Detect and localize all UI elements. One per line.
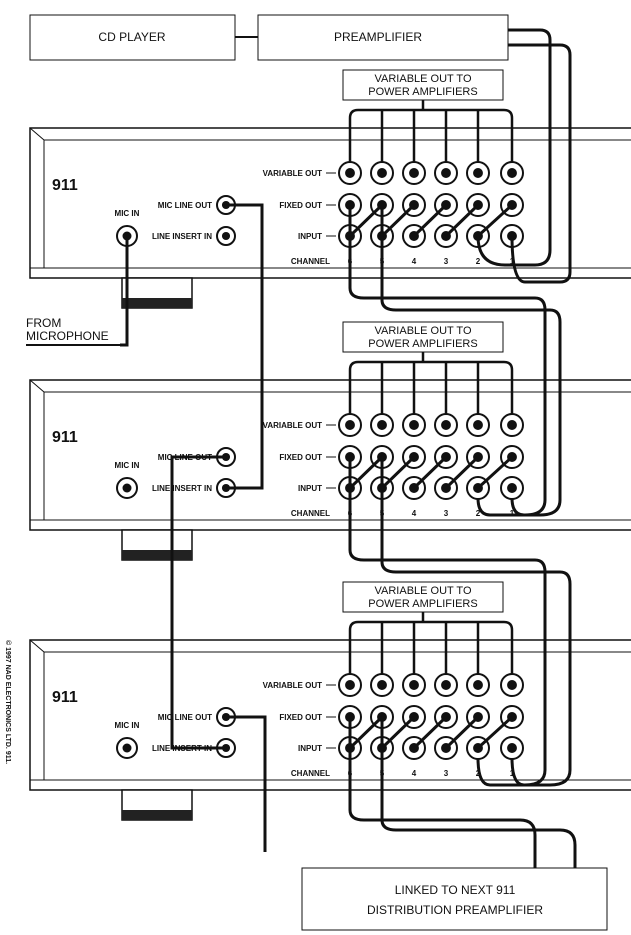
channel-number: 4 [412, 509, 417, 518]
row-label-channel: CHANNEL [291, 509, 330, 518]
row-label-input: INPUT [298, 232, 322, 241]
variable-out-jack-ch5 [370, 673, 394, 697]
unit2-to-unit3-cable-2 [380, 457, 572, 787]
row-label-fixed-out: FIXED OUT [279, 713, 322, 722]
callout-line1: VARIABLE OUT TO [375, 73, 472, 85]
channel-number: 2 [476, 509, 481, 518]
internal-link-cables [348, 203, 514, 238]
line-insert-in-jack [216, 226, 236, 246]
variable-out-jack-ch3 [434, 413, 458, 437]
preamplifier-box: PREAMPLIFIER [257, 14, 509, 61]
preamp-to-unit1-ch1-end [510, 235, 526, 284]
variable-out-jack-ch4 [402, 413, 426, 437]
callout-line2: POWER AMPLIFIERS [368, 86, 477, 98]
variable-out-jack-ch3 [434, 161, 458, 185]
variable-out-jack-ch2 [466, 673, 490, 697]
row-label-input: INPUT [298, 744, 322, 753]
variable-out-jack-ch1 [500, 161, 524, 185]
row-label-input: INPUT [298, 484, 322, 493]
linked-box-line1: LINKED TO NEXT 911 [395, 883, 516, 897]
callout-line2: POWER AMPLIFIERS [368, 598, 477, 610]
variable-out-jack-ch6 [338, 413, 362, 437]
channel-number: 3 [444, 769, 449, 778]
variable-out-jack-ch3 [434, 673, 458, 697]
internal-link-cables [348, 715, 514, 750]
from-microphone-line1: FROM [26, 316, 61, 330]
input-jack-ch1 [500, 476, 524, 500]
variable-out-jack-ch2 [466, 161, 490, 185]
mic-in-label: MIC IN [115, 209, 140, 218]
row-label-fixed-out: FIXED OUT [279, 453, 322, 462]
unit-foot-shadow [122, 550, 192, 560]
channel-number: 4 [412, 769, 417, 778]
unit-foot-shadow [122, 810, 192, 820]
callout-line1: VARIABLE OUT TO [375, 325, 472, 337]
variable-out-jack-ch5 [370, 413, 394, 437]
model-label: 911 [52, 689, 78, 706]
row-label-channel: CHANNEL [291, 257, 330, 266]
callout-line2: POWER AMPLIFIERS [368, 338, 477, 350]
row-label-channel: CHANNEL [291, 769, 330, 778]
line-insert-in-label: LINE INSERT IN [152, 232, 212, 241]
channel-number: 2 [476, 257, 481, 266]
chassis-outline [29, 127, 631, 279]
linked-box-line2: DISTRIBUTION PREAMPLIFIER [367, 903, 543, 917]
row-label-fixed-out: FIXED OUT [279, 201, 322, 210]
unit3-to-linked-cable-2 [380, 717, 577, 868]
preamp-to-unit1-ch2 [476, 28, 552, 267]
row-label-variable-out: VARIABLE OUT [263, 421, 323, 430]
unit3-micout-out [226, 715, 267, 852]
from-microphone-line2: MICROPHONE [26, 329, 109, 343]
row-label-variable-out: VARIABLE OUT [263, 681, 323, 690]
model-label: 911 [52, 429, 78, 446]
mic-line-out-label: MIC LINE OUT [158, 201, 212, 210]
preamplifier-label: PREAMPLIFIER [334, 30, 422, 44]
callout-line1: VARIABLE OUT TO [375, 585, 472, 597]
channel-number: 3 [444, 509, 449, 518]
variable-out-jack-ch1 [500, 673, 524, 697]
variable-out-jack-ch6 [338, 673, 362, 697]
preamp-to-unit1-ch1 [508, 43, 572, 284]
cables-layer [26, 28, 577, 868]
variable-out-jack-ch2 [466, 413, 490, 437]
model-label: 911 [52, 177, 78, 194]
chassis-outline [29, 639, 631, 791]
copyright-text: © 1997 NAD ELECTRONICS LTD. 911. [4, 640, 12, 764]
mic-line-out-label: MIC LINE OUT [158, 713, 212, 722]
mic-in-jack [116, 737, 138, 759]
cd-player-label: CD PLAYER [98, 30, 165, 44]
variable-out-jack-ch1 [500, 413, 524, 437]
unit1-micout-to-unit2-insert [226, 203, 264, 490]
mic-in-label: MIC IN [115, 721, 140, 730]
cd-player-box: CD PLAYER [29, 14, 236, 61]
unit-foot-shadow [122, 298, 192, 308]
variable-out-jack-ch4 [402, 161, 426, 185]
variable-out-jack-ch5 [370, 161, 394, 185]
linked-next-911-box: LINKED TO NEXT 911 DISTRIBUTION PREAMPLI… [301, 867, 608, 931]
channel-number: 3 [444, 257, 449, 266]
row-label-variable-out: VARIABLE OUT [263, 169, 323, 178]
channel-number: 4 [412, 257, 417, 266]
internal-link-cables [348, 455, 514, 490]
variable-out-jack-ch4 [402, 673, 426, 697]
chassis-outline [29, 379, 631, 531]
mic-in-label: MIC IN [115, 461, 140, 470]
variable-out-jack-ch6 [338, 161, 362, 185]
from-microphone-label: FROM MICROPHONE [26, 316, 109, 343]
unit1-to-unit2-cable-2 [380, 205, 562, 517]
line-insert-in-label: LINE INSERT IN [152, 484, 212, 493]
mic-in-jack [116, 477, 138, 499]
unit2-micout-to-unit3-insert [170, 455, 226, 750]
input-jack-ch1 [500, 736, 524, 760]
